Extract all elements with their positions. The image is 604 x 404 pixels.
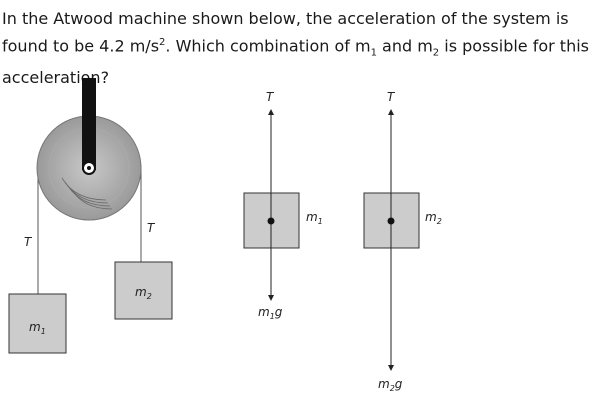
question-subscript-1: 1 — [370, 47, 377, 59]
mass-2-block — [114, 261, 173, 320]
tension-label-right: T — [147, 221, 156, 235]
atwood-machine: T T m1 m2 — [8, 78, 173, 354]
mass-1-label: m1 — [29, 320, 46, 336]
fbd-m2-center-dot — [387, 217, 395, 225]
tension-label-left: T — [24, 235, 33, 249]
question-part-3: and m — [376, 36, 433, 56]
question-subscript-2: 2 — [432, 47, 440, 59]
fbd-m1-tension-label: T — [266, 90, 275, 104]
fbd-m1-mass-label: m1 — [306, 210, 323, 226]
question-part-2: . Which combination of m — [165, 36, 371, 56]
fbd-m2-tension-label: T — [387, 90, 396, 104]
question-superscript: 2 — [159, 37, 166, 48]
pulley-grooves — [61, 177, 113, 210]
fbd-m2-mass-label: m2 — [425, 210, 442, 226]
mass-1-block — [8, 293, 67, 354]
pulley-axle-center — [87, 166, 91, 170]
mass-2-label: m2 — [135, 285, 152, 301]
fbd-m2-weight-label: m2g — [378, 377, 403, 393]
question-part-1: In the Atwood machine shown below, the a… — [2, 9, 569, 56]
fbd-m1-center-dot — [267, 217, 275, 225]
free-body-m2: T m2 m2g — [363, 90, 442, 393]
free-body-m1: T m1 m1g — [243, 90, 323, 321]
fbd-m1-weight-label: m1g — [258, 305, 283, 321]
pulley-mount-bar — [82, 78, 96, 170]
question-text: In the Atwood machine shown below, the a… — [2, 7, 602, 90]
